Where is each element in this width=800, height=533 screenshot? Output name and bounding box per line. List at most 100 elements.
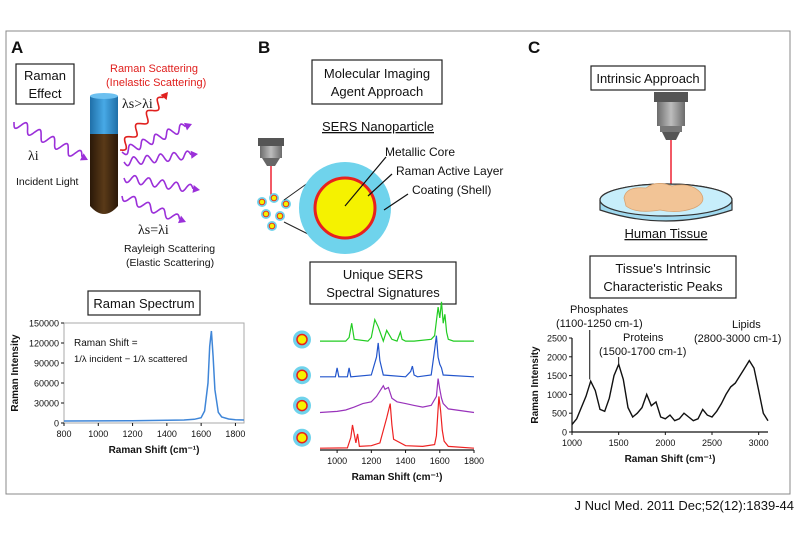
raman-spectrum-box bbox=[87, 290, 201, 316]
x-tick-label: 1000 bbox=[327, 456, 347, 466]
incident-light-wave bbox=[13, 121, 88, 161]
panel-b: B Molecular Imaging Agent Approach SERS … bbox=[257, 38, 503, 483]
rayleigh-label-1: Rayleigh Scattering bbox=[124, 243, 215, 255]
chart-a-plot-frame bbox=[63, 322, 245, 424]
raman-shift-formula-2: 1/λ incident − 1/λ scattered bbox=[74, 354, 187, 365]
scattering-waves bbox=[13, 92, 200, 224]
raman-effect-title-1: Raman bbox=[24, 68, 66, 83]
intrinsic-approach-title: Intrinsic Approach bbox=[596, 71, 699, 86]
y-tick-label: 0 bbox=[562, 428, 567, 438]
leader-metallic-core bbox=[344, 156, 387, 207]
y-tick-label: 2000 bbox=[547, 352, 567, 362]
y-tick-label: 1000 bbox=[547, 390, 567, 400]
human-tissue-label: Human Tissue bbox=[624, 226, 707, 241]
raman-effect-box bbox=[15, 63, 75, 105]
x-tick-label: 1000 bbox=[88, 429, 108, 439]
series-line-1 bbox=[320, 301, 474, 343]
intrinsic-peaks-title-1: Tissue's Intrinsic bbox=[615, 261, 711, 276]
unique-sers-box bbox=[309, 261, 457, 305]
leader-raman-layer bbox=[367, 173, 393, 197]
x-tick-label: 1200 bbox=[361, 456, 381, 466]
lambda-s-eq-lambda-i: λs=λi bbox=[138, 223, 169, 238]
annotation-proteins-2: (1500-1700 cm-1) bbox=[599, 346, 686, 358]
x-tick-label: 1200 bbox=[123, 429, 143, 439]
petri-dish-icon bbox=[599, 183, 733, 222]
annotation-phosphates-2: (1100-1250 cm-1) bbox=[556, 318, 643, 330]
series-line-3 bbox=[319, 378, 475, 414]
y-tick-label: 90000 bbox=[34, 359, 59, 369]
molecular-imaging-title-1: Molecular Imaging bbox=[324, 66, 430, 81]
lambda-s-gt-lambda-i: λs>λi bbox=[122, 97, 153, 112]
molecular-imaging-box bbox=[311, 59, 443, 105]
sers-nanoparticle-diagram bbox=[299, 162, 391, 254]
objective-lens-icon bbox=[258, 138, 284, 196]
sers-nanoparticle-title: SERS Nanoparticle bbox=[322, 119, 434, 134]
annotation-phosphates-1: Phosphates bbox=[570, 304, 629, 316]
x-tick-label: 1600 bbox=[430, 456, 450, 466]
molecular-imaging-title-2: Agent Approach bbox=[331, 84, 424, 99]
x-axis-label: Raman Shift (cm⁻¹) bbox=[625, 454, 716, 465]
y-tick-label: 2500 bbox=[547, 334, 567, 344]
x-tick-label: 3000 bbox=[749, 438, 769, 448]
series-line-2 bbox=[320, 335, 475, 378]
series-line-4 bbox=[319, 396, 475, 449]
x-tick-label: 1400 bbox=[157, 429, 177, 439]
spectra-particle-markers bbox=[293, 330, 311, 447]
rayleigh-wave-1 bbox=[121, 122, 192, 156]
microscope-objective-icon bbox=[654, 92, 688, 188]
rayleigh-wave-4 bbox=[121, 195, 186, 224]
label-raman-active-layer: Raman Active Layer bbox=[396, 164, 503, 178]
sample-tube-icon bbox=[90, 93, 118, 214]
incident-light-label: Incident Light bbox=[16, 176, 79, 188]
raman-scattering-label-2: (Inelastic Scattering) bbox=[106, 77, 206, 89]
x-tick-label: 1800 bbox=[464, 456, 484, 466]
y-tick-label: 150000 bbox=[29, 319, 59, 329]
lambda-i-label: λi bbox=[28, 149, 39, 164]
label-coating-shell: Coating (Shell) bbox=[412, 183, 491, 197]
raman-scatter-wave bbox=[119, 92, 168, 152]
x-tick-label: 1600 bbox=[191, 429, 211, 439]
x-tick-label: 1800 bbox=[225, 429, 245, 439]
spectrum-particle-icon-1 bbox=[293, 428, 311, 447]
annotation-proteins-1: Proteins bbox=[623, 332, 664, 344]
y-tick-label: 120000 bbox=[29, 339, 59, 349]
panel-a-letter: A bbox=[11, 38, 23, 57]
annotation-lipids-1: Lipids bbox=[732, 319, 761, 331]
series-line-1 bbox=[571, 359, 769, 425]
citation: J Nucl Med. 2011 Dec;52(12):1839-44 bbox=[574, 498, 794, 513]
panel-c: C Intrinsic Approach Human Tissue Tissue… bbox=[528, 38, 781, 465]
x-tick-label: 1000 bbox=[562, 438, 582, 448]
rayleigh-wave-2 bbox=[123, 150, 198, 167]
x-tick-label: 2500 bbox=[702, 438, 722, 448]
x-axis-label: Raman Shift (cm⁻¹) bbox=[352, 472, 443, 483]
raman-spectrum-title: Raman Spectrum bbox=[93, 296, 194, 311]
y-tick-label: 500 bbox=[552, 409, 567, 419]
x-tick-label: 2000 bbox=[655, 438, 675, 448]
panel-c-letter: C bbox=[528, 38, 540, 57]
spectrum-particle-icon-4 bbox=[293, 330, 311, 349]
label-metallic-core: Metallic Core bbox=[385, 145, 455, 159]
raman-scattering-label-1: Raman Scattering bbox=[110, 63, 198, 75]
x-tick-label: 800 bbox=[56, 429, 71, 439]
rayleigh-wave-3 bbox=[123, 174, 200, 193]
raman-shift-formula-1: Raman Shift = bbox=[74, 338, 138, 349]
x-tick-label: 1400 bbox=[396, 456, 416, 466]
y-tick-label: 0 bbox=[54, 419, 59, 429]
panel-a: A Raman Effect Raman Scattering (Inelast… bbox=[10, 38, 245, 456]
rayleigh-label-2: (Elastic Scattering) bbox=[126, 257, 214, 269]
unique-sers-title-2: Spectral Signatures bbox=[326, 285, 440, 300]
intrinsic-peaks-box bbox=[589, 255, 737, 299]
intrinsic-approach-box bbox=[590, 65, 706, 91]
panel-b-letter: B bbox=[258, 38, 270, 57]
annotation-lipids-2: (2800-3000 cm-1) bbox=[694, 333, 781, 345]
x-tick-label: 1500 bbox=[609, 438, 629, 448]
y-axis-label: Raman Intensity bbox=[10, 334, 21, 412]
spectrum-particle-icon-3 bbox=[293, 366, 311, 385]
y-tick-label: 30000 bbox=[34, 399, 59, 409]
x-axis-label: Raman Shift (cm⁻¹) bbox=[109, 445, 200, 456]
intrinsic-peaks-title-2: Characteristic Peaks bbox=[603, 279, 723, 294]
